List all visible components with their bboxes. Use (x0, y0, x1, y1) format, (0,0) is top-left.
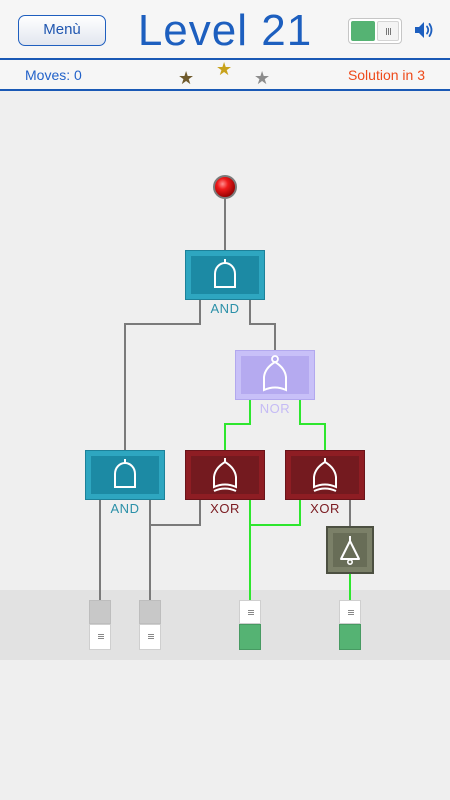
moves-counter: Moves: 0 (25, 67, 82, 83)
circuit-board: AND NOR AND XOR XOR (0, 91, 450, 800)
level-title: Level 21 (137, 6, 313, 55)
nor-gate-icon (263, 355, 287, 392)
star-icon: ★ (254, 68, 271, 88)
not-gate-icon (340, 536, 360, 565)
wire (150, 500, 201, 526)
xor-gate[interactable] (285, 450, 365, 500)
toggle-fill (351, 21, 375, 41)
xor-gate-icon (213, 458, 237, 492)
status-bar: Moves: 0 ★ ★ ★ Solution in 3 (0, 60, 450, 91)
toggle-knob[interactable] (377, 21, 399, 41)
top-bar: Menù Level 21 (0, 0, 450, 60)
gate-label: XOR (310, 501, 340, 516)
grip-icon (248, 610, 254, 615)
wire (124, 300, 201, 450)
star-icon: ★ (178, 68, 195, 88)
and-gate[interactable] (85, 450, 165, 500)
music-toggle[interactable] (348, 18, 402, 44)
wires (99, 199, 351, 600)
star-icon: ★ (216, 59, 233, 79)
grip-icon (148, 634, 154, 639)
xor-gate[interactable] (185, 450, 265, 500)
speaker-icon[interactable] (412, 18, 436, 42)
wire (250, 500, 301, 526)
input-switch[interactable] (139, 600, 161, 650)
gate-label: NOR (259, 401, 291, 416)
solution-hint: Solution in 3 (347, 67, 425, 83)
not-gate[interactable] (326, 526, 374, 574)
menu-button[interactable]: Menù (18, 15, 106, 46)
wire (249, 300, 276, 350)
input-strip (0, 590, 450, 660)
xor-gate-icon (313, 458, 337, 492)
output-lamp (213, 175, 237, 199)
gate-label: AND (210, 301, 240, 316)
and-gate[interactable] (185, 250, 265, 300)
input-switch[interactable] (239, 600, 261, 650)
wire (224, 400, 251, 450)
and-gate-icon (214, 259, 236, 288)
grip-icon (348, 610, 354, 615)
wire (299, 400, 326, 450)
input-switch[interactable] (339, 600, 361, 650)
grip-icon (98, 634, 104, 639)
nor-gate[interactable] (235, 350, 315, 400)
gate-label: AND (110, 501, 140, 516)
gate-label: XOR (210, 501, 240, 516)
and-gate-icon (114, 459, 136, 488)
input-switch[interactable] (89, 600, 111, 650)
